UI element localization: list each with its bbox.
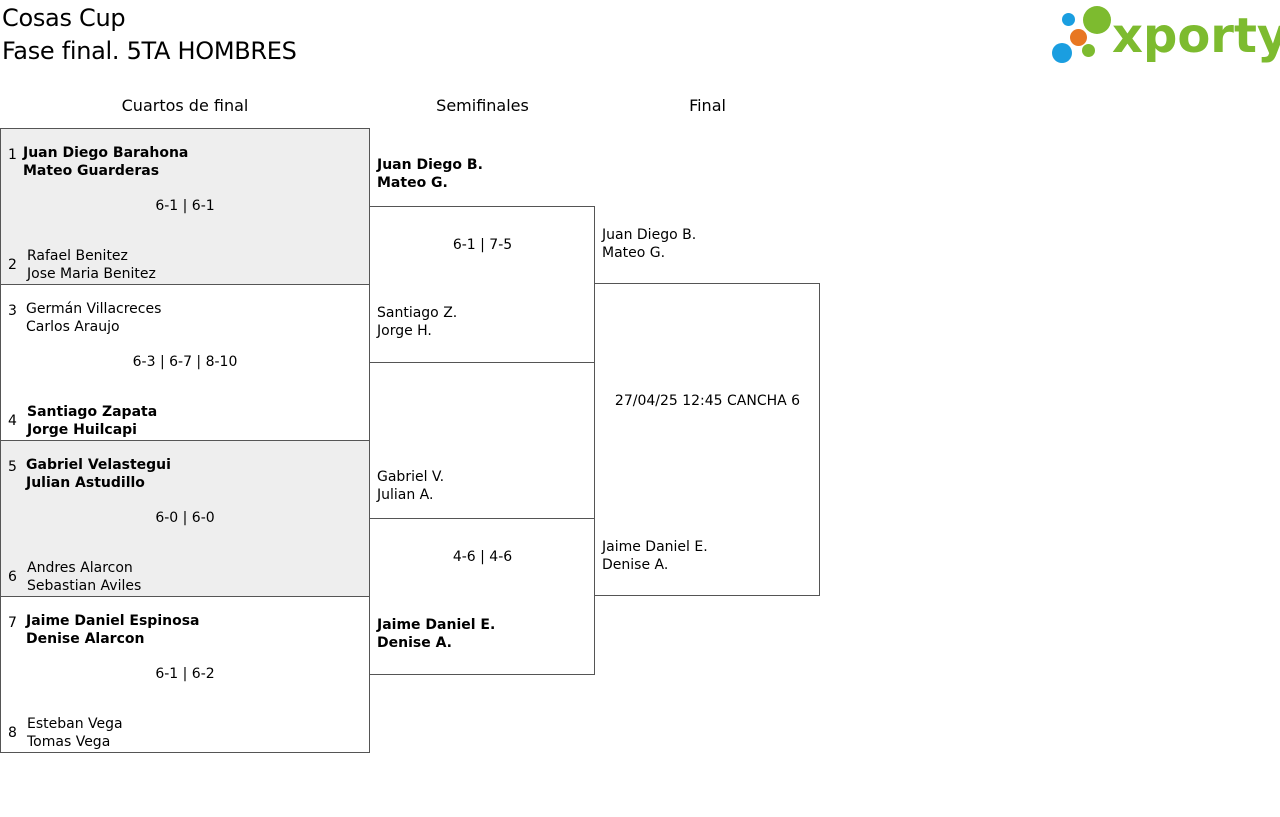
player-name: Tomas Vega xyxy=(27,734,111,750)
player-name: Jorge Huilcapi xyxy=(27,422,137,438)
player-name: Rafael Benitez xyxy=(27,248,128,264)
player-name: Julian Astudillo xyxy=(26,475,145,491)
player-name: Andres Alarcon xyxy=(27,560,133,576)
logo-dot-green-small xyxy=(1082,44,1095,57)
seed-number: 6 xyxy=(8,569,17,585)
seed-number: 3 xyxy=(8,303,17,319)
logo-dot-blue-large xyxy=(1052,43,1072,63)
player-name: Carlos Araujo xyxy=(26,319,120,335)
player-name: Mateo G. xyxy=(377,175,448,191)
semifinal-match xyxy=(369,518,595,675)
player-name: Santiago Z. xyxy=(377,305,458,321)
player-name: Gabriel V. xyxy=(377,469,445,485)
logo-wordmark: xporty xyxy=(1112,8,1280,64)
player-name: Denise A. xyxy=(377,635,452,651)
player-name: Jaime Daniel E. xyxy=(602,539,708,555)
player-name: Jaime Daniel E. xyxy=(377,617,496,633)
player-name: Santiago Zapata xyxy=(27,404,158,420)
match-score: 4-6 | 4-6 xyxy=(452,549,513,565)
logo-dot-orange xyxy=(1070,29,1087,46)
player-name: Mateo G. xyxy=(602,245,666,261)
player-name: Juan Diego Barahona xyxy=(23,145,189,161)
seed-number: 5 xyxy=(8,459,17,475)
round-header-final: Final xyxy=(689,96,726,115)
phase-title: Fase final. 5TA HOMBRES xyxy=(2,37,297,65)
player-name: Jose Maria Benitez xyxy=(27,266,156,282)
seed-number: 4 xyxy=(8,413,17,429)
match-score: 6-1 | 6-2 xyxy=(155,666,215,682)
player-name: Gabriel Velastegui xyxy=(26,457,171,473)
seed-number: 7 xyxy=(8,615,17,631)
player-name: Denise Alarcon xyxy=(26,631,145,647)
round-header-semis: Semifinales xyxy=(436,96,529,115)
quarterfinal-match xyxy=(0,128,370,285)
tournament-title: Cosas Cup xyxy=(2,4,126,32)
player-name: Sebastian Aviles xyxy=(27,578,142,594)
match-score: 6-1 | 7-5 xyxy=(452,237,513,253)
player-name: Jorge H. xyxy=(377,323,432,339)
logo-dot-blue xyxy=(1062,13,1075,26)
quarterfinal-match xyxy=(0,440,370,597)
xporty-logo: xporty xyxy=(1052,4,1280,68)
player-name: Jaime Daniel Espinosa xyxy=(26,613,200,629)
final-schedule: 27/04/25 12:45 CANCHA 6 xyxy=(614,393,801,409)
seed-number: 8 xyxy=(8,725,17,741)
match-score: 6-3 | 6-7 | 8-10 xyxy=(132,354,238,370)
player-name: Esteban Vega xyxy=(27,716,123,732)
player-name: Julian A. xyxy=(377,487,434,503)
player-name: Juan Diego B. xyxy=(377,157,483,173)
seed-number: 1 xyxy=(8,147,17,163)
match-score: 6-1 | 6-1 xyxy=(155,198,215,214)
player-name: Germán Villacreces xyxy=(26,301,162,317)
player-name: Juan Diego B. xyxy=(602,227,697,243)
round-header-quarters: Cuartos de final xyxy=(121,96,249,115)
logo-dot-green xyxy=(1083,6,1111,34)
player-name: Mateo Guarderas xyxy=(23,163,160,179)
match-score: 6-0 | 6-0 xyxy=(155,510,215,526)
seed-number: 2 xyxy=(8,257,17,273)
player-name: Denise A. xyxy=(602,557,669,573)
final-match xyxy=(594,283,820,596)
